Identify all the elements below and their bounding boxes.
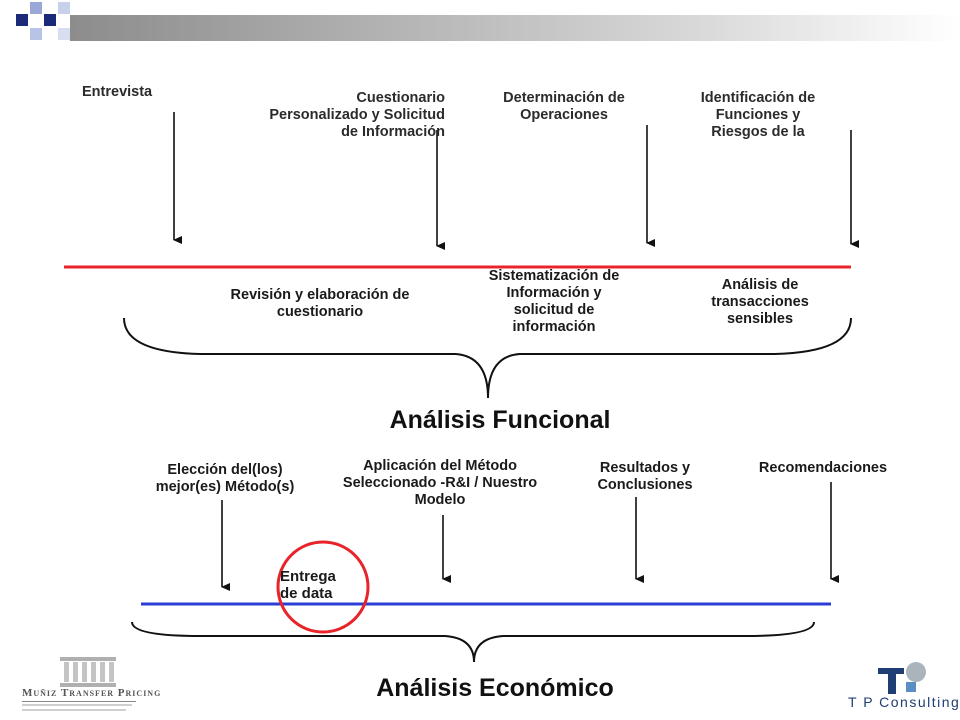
- entrega-circle: [276, 540, 370, 634]
- economic-brace: [131, 621, 815, 663]
- logo-muniz-underline: [22, 701, 136, 702]
- header-square-6: [58, 28, 70, 40]
- label-entrevista: Entrevista: [82, 84, 153, 100]
- title-analisis-funcional: Análisis Funcional: [389, 406, 611, 434]
- label-aplicacion: Aplicación del Método Seleccionado -R&I …: [342, 458, 538, 508]
- label-revision: Revisión y elaboración de cuestionario: [230, 287, 410, 320]
- logo-muniz-fineprint-2: [22, 709, 126, 711]
- header-square-3: [44, 14, 56, 26]
- label-cuestionario: Cuestionario Personalizado y Solicitud d…: [269, 90, 445, 140]
- logo-tp-consulting: T P Consulting: [848, 694, 960, 710]
- header-decoration: [16, 2, 960, 41]
- logo-muniz: Muñiz Transfer Pricing: [22, 687, 162, 699]
- label-eleccion: Elección del(los) mejor(es) Método(s): [155, 462, 295, 495]
- title-analisis-economico: Análisis Económico: [376, 674, 614, 702]
- label-sistematizacion: Sistematización de Información y solicit…: [488, 268, 620, 335]
- label-resultados: Resultados y Conclusiones: [597, 460, 693, 493]
- header-bar: [70, 15, 960, 41]
- label-entrega-de-data: Entrega de data: [280, 568, 336, 602]
- label-analisis-transacciones: Análisis de transacciones sensibles: [711, 277, 809, 327]
- functional-diagram: [64, 112, 859, 399]
- header-square-4: [30, 28, 42, 40]
- label-identificacion: Identificación de Funciones y Riesgos de…: [700, 90, 816, 140]
- tp-logo-icon: [878, 662, 926, 694]
- functional-brace: [123, 317, 852, 399]
- label-determinacion: Determinación de Operaciones: [503, 90, 625, 123]
- header-square-5: [58, 2, 70, 14]
- logo-muniz-fineprint: [22, 704, 132, 706]
- header-square-2: [30, 2, 42, 14]
- header-square-1: [16, 14, 28, 26]
- columns-logo-icon: [60, 657, 116, 687]
- label-recomendaciones: Recomendaciones: [758, 460, 888, 476]
